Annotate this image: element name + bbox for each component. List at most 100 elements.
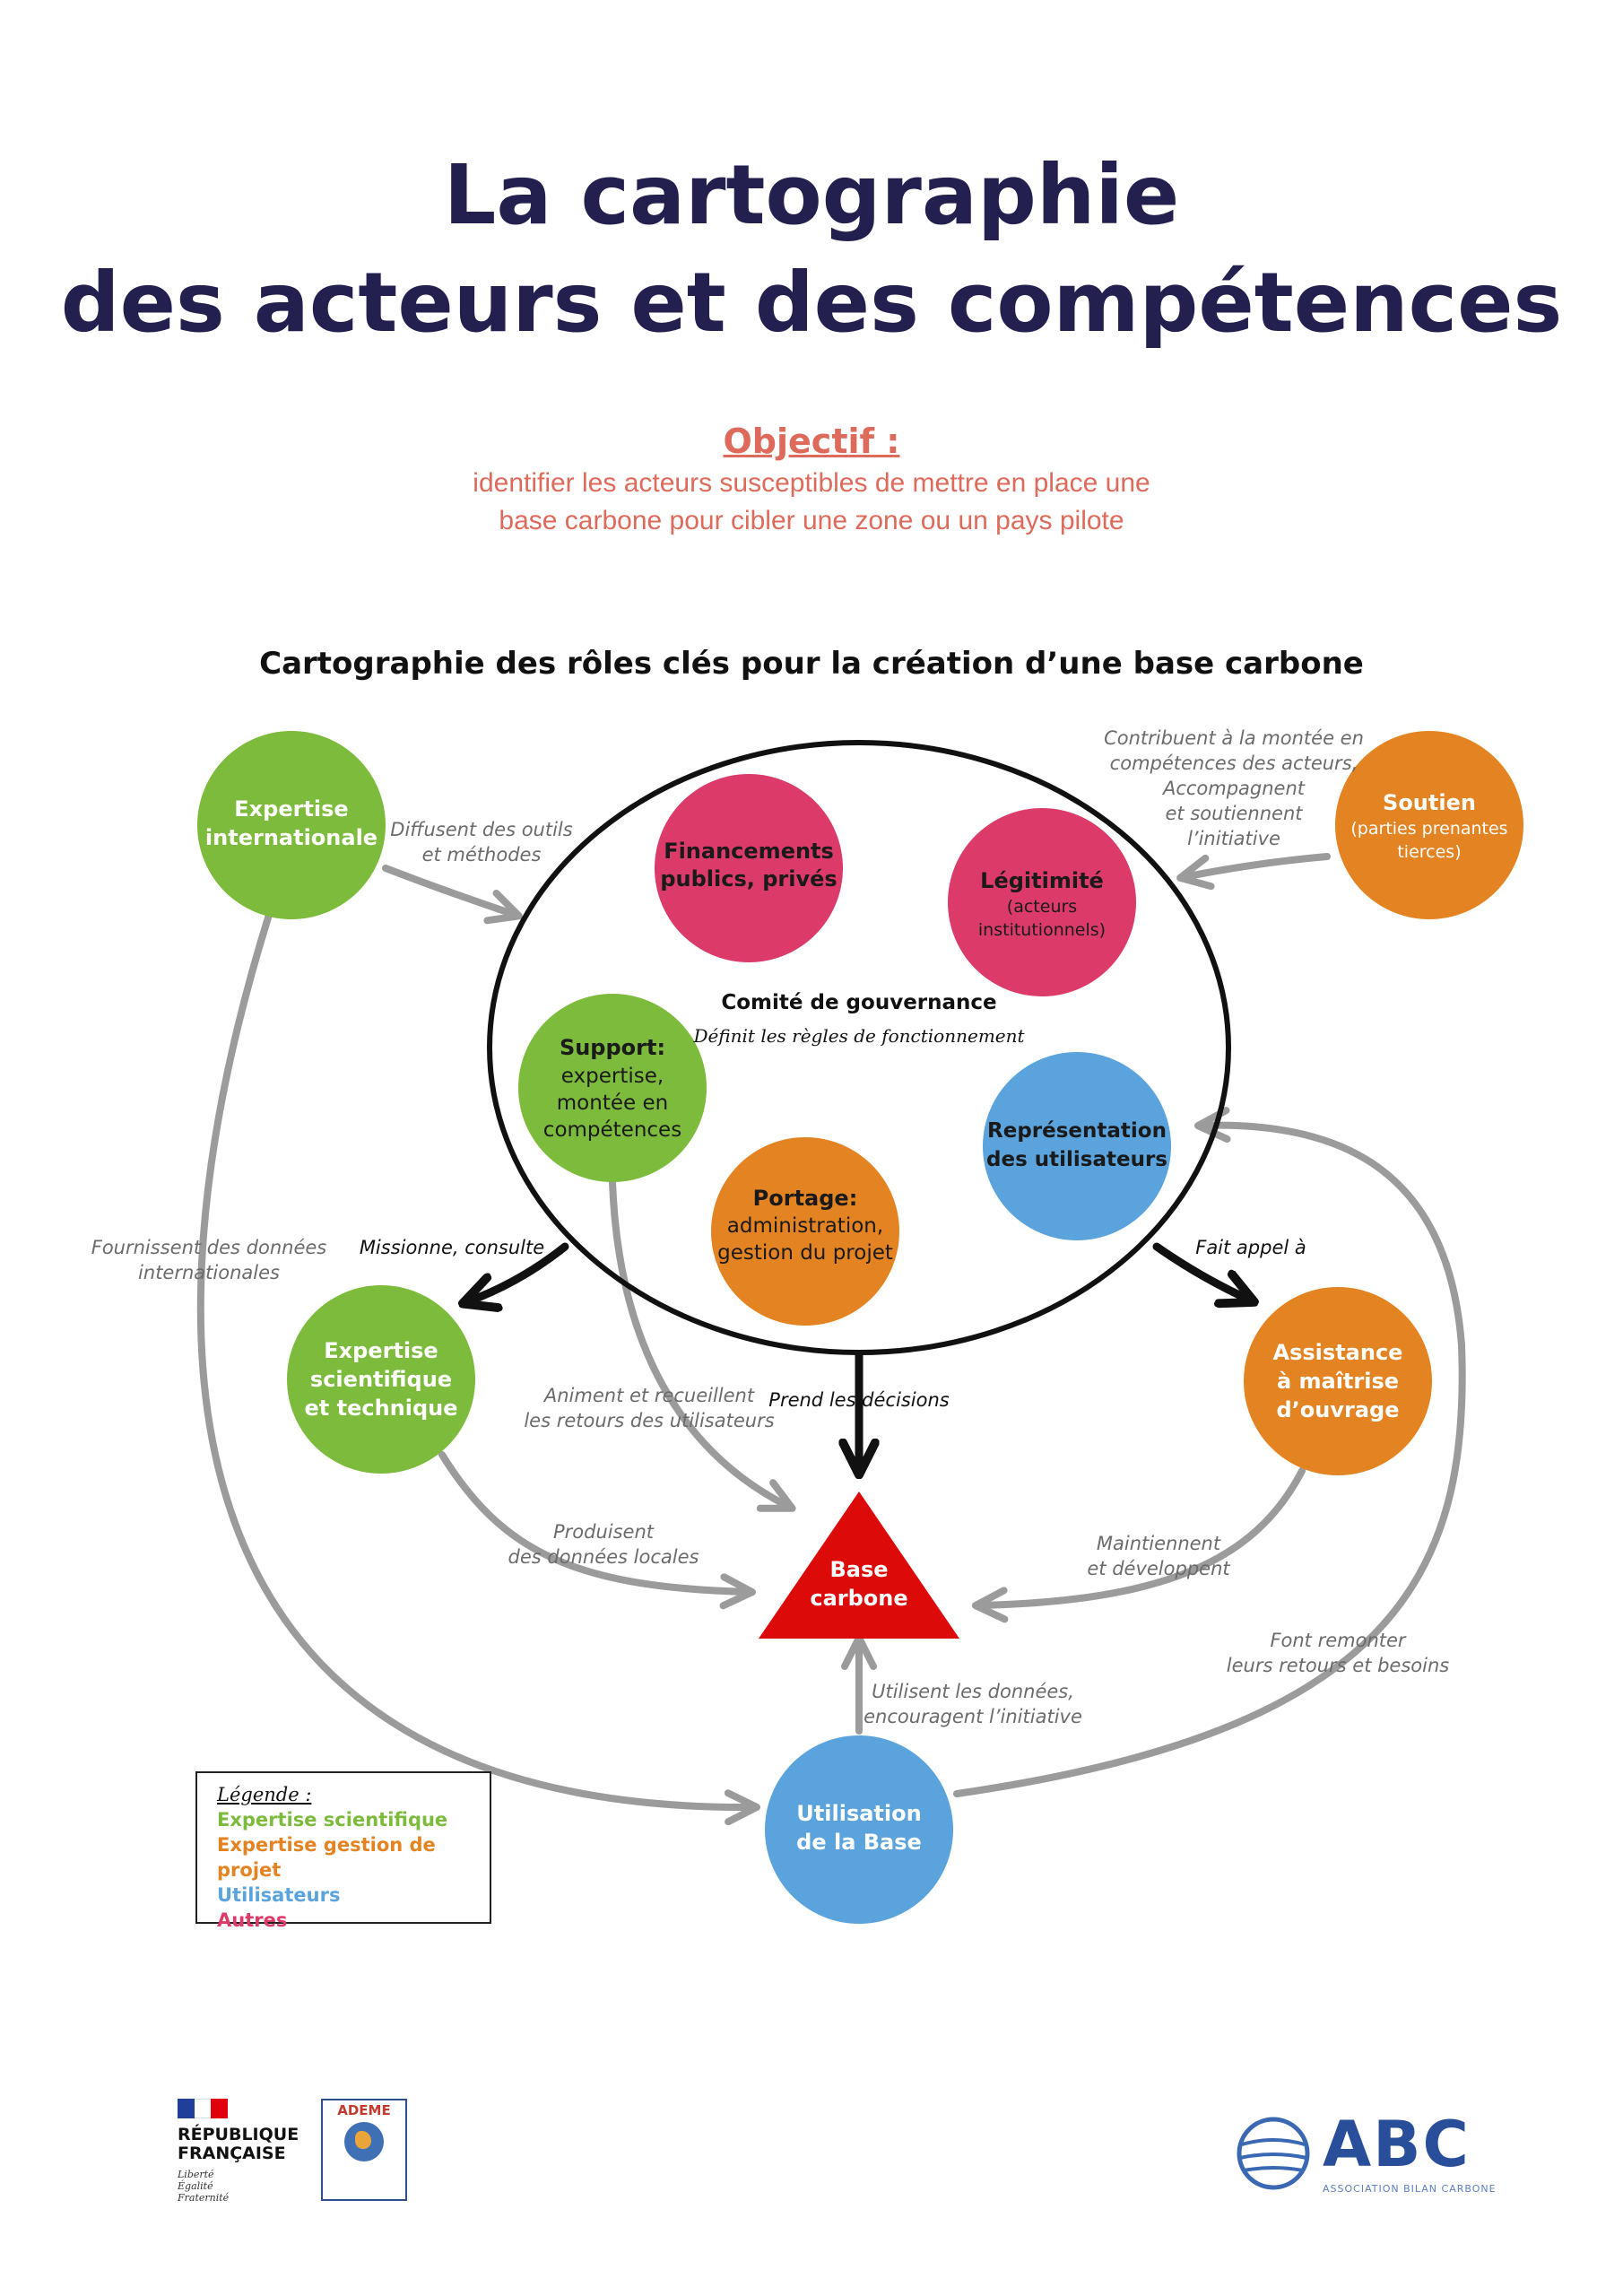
label-contribuent-2: compétences des acteurs, [1110,752,1358,774]
objective-label: Objectif : [723,422,900,461]
abc-globe-icon [1237,2117,1310,2190]
page-title-line-1: La cartographie [443,147,1180,243]
node-expertise-scientifique [287,1285,475,1474]
arrow-fait-appel [1152,1242,1251,1300]
label-fournissent-2: internationales [138,1262,280,1283]
node-support-sub-2: montée en [557,1091,668,1115]
legend-item-gestion-projet: Expertise gestion de projet [217,1834,436,1881]
node-utilisation-line-1: Utilisation [796,1801,921,1826]
diagram-title: Cartographie des rôles clés pour la créa… [259,646,1364,682]
arrow-animent [609,1178,796,1512]
node-legitimite [948,808,1136,996]
arrow-maintiennent [972,1467,1306,1623]
abc-subtitle: ASSOCIATION BILAN CARBONE [1323,2183,1497,2195]
arrow-missionne [466,1242,569,1302]
label-utilisent-2: encouragent l’initiative [864,1706,1082,1727]
node-soutien-title: Soutien [1383,790,1476,815]
legend-box: Légende : Expertise scientifique Experti… [195,1771,491,1931]
legend-item-expertise-scientifique: Expertise scientifique [217,1809,448,1831]
node-expertise-scientifique-line-1: Expertise [324,1338,438,1363]
node-expertise-internationale-line-2: internationale [205,825,378,850]
committee-title: Comité de gouvernance [721,991,996,1014]
objective-text-line-2: base carbone pour cibler une zone ou un … [499,506,1124,535]
node-base-carbone-line-1: Base [829,1557,888,1582]
node-financements [655,774,843,962]
legend-item-utilisateurs: Utilisateurs [217,1884,341,1906]
node-portage-sub-1: administration, [727,1214,883,1238]
node-expertise-internationale [197,731,386,919]
label-contribuent-1: Contribuent à la montée en [1104,727,1364,749]
node-support-title: Support: [560,1035,665,1060]
arrow-contribuent [1176,853,1331,891]
ademe-name: ADEME [337,2102,391,2118]
node-support-sub-3: compétences [543,1118,681,1142]
node-assistance [1244,1287,1432,1475]
label-fournissent-1: Fournissent des données [91,1237,327,1258]
arrow-font-remonter [953,1107,1466,1797]
node-assistance-line-1: Assistance [1273,1340,1403,1365]
rf-name-line-2: FRANÇAISE [178,2144,286,2163]
label-font-remonter-2: leurs retours et besoins [1227,1655,1450,1676]
label-missionne: Missionne, consulte [360,1237,544,1258]
label-diffusent-1: Diffusent des outils [390,819,572,840]
label-animent-2: les retours des utilisateurs [524,1410,774,1431]
label-contribuent-4: et soutiennent [1166,803,1304,824]
node-soutien-sub-1: (parties prenantes [1350,819,1507,839]
label-contribuent-5: l’initiative [1187,828,1280,849]
node-portage [711,1137,899,1326]
abc-logo: ABC ASSOCIATION BILAN CARBONE [1233,2108,1502,2206]
node-legitimite-sub-1: (acteurs [1007,897,1077,917]
node-base-carbone-line-2: carbone [810,1586,907,1611]
rf-motto-2: Égalité [178,2180,213,2192]
node-expertise-internationale-line-1: Expertise [234,796,348,822]
node-representation-line-2: des utilisateurs [986,1148,1167,1171]
label-prend: Prend les décisions [768,1389,949,1411]
label-contribuent-3: Accompagnent [1161,778,1306,799]
node-representation [983,1052,1171,1240]
page-title-line-2: des acteurs et des compétences [60,255,1563,351]
node-portage-title: Portage: [753,1186,858,1211]
ademe-logo: ADEME [321,2099,407,2201]
node-financements-line-2: publics, privés [660,866,837,891]
rf-motto-1: Liberté [178,2169,214,2180]
node-expertise-scientifique-line-3: et technique [304,1396,457,1421]
node-support-sub-1: expertise, [561,1065,664,1088]
node-portage-sub-2: gestion du projet [717,1241,893,1265]
committee-subtitle: Définit les règles de fonctionnement [692,1025,1025,1047]
label-produisent-2: des données locales [508,1546,699,1568]
node-support [518,994,707,1182]
label-maintiennent-2: et développent [1087,1558,1230,1579]
arrow-diffusent [382,865,523,925]
label-animent-1: Animent et recueillent [542,1385,755,1406]
node-legitimite-sub-2: institutionnels) [978,920,1106,940]
node-assistance-line-3: d’ouvrage [1276,1397,1399,1422]
node-utilisation-line-2: de la Base [796,1830,922,1855]
label-maintiennent-1: Maintiennent [1097,1533,1221,1554]
abc-name: ABC [1323,2108,1471,2181]
node-representation-line-1: Représentation [987,1119,1167,1143]
arrow-fournissent [196,911,760,1826]
node-legitimite-title: Légitimité [980,868,1104,893]
node-soutien [1335,731,1523,919]
republique-francaise-logo: RÉPUBLIQUE FRANÇAISE Liberté Égalité Fra… [178,2099,303,2204]
label-utilisent-1: Utilisent les données, [872,1681,1074,1702]
node-assistance-line-2: à maîtrise [1277,1369,1399,1394]
node-expertise-scientifique-line-2: scientifique [310,1367,452,1392]
label-produisent-1: Produisent [553,1521,655,1543]
arrow-produisent [438,1451,756,1610]
node-utilisation [765,1735,953,1924]
rf-name-line-1: RÉPUBLIQUE [178,2125,299,2144]
label-font-remonter-1: Font remonter [1270,1630,1406,1651]
node-financements-line-1: Financements [664,839,834,864]
node-base-carbone [759,1492,959,1639]
legend-item-autres: Autres [217,1909,288,1931]
rf-motto-3: Fraternité [178,2192,230,2204]
french-flag-icon [178,2099,229,2118]
legend-title: Légende : [217,1784,312,1805]
label-diffusent-2: et méthodes [422,844,542,865]
objective-text-line-1: identifier les acteurs susceptibles de m… [473,468,1150,498]
globe-icon [344,2122,384,2161]
label-fait-appel: Fait appel à [1195,1237,1306,1258]
node-soutien-sub-2: tierces) [1397,842,1461,862]
